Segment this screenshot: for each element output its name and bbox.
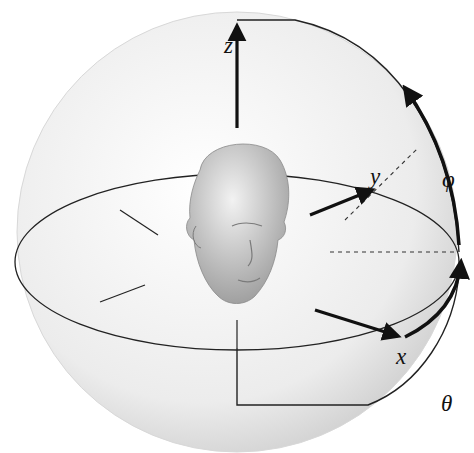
head xyxy=(187,144,289,304)
angle-label: φ xyxy=(442,168,455,191)
axis-label: z xyxy=(224,34,233,57)
axis-label: y xyxy=(370,165,380,188)
angle-label: θ xyxy=(441,392,452,415)
axis-label: x xyxy=(396,345,406,368)
